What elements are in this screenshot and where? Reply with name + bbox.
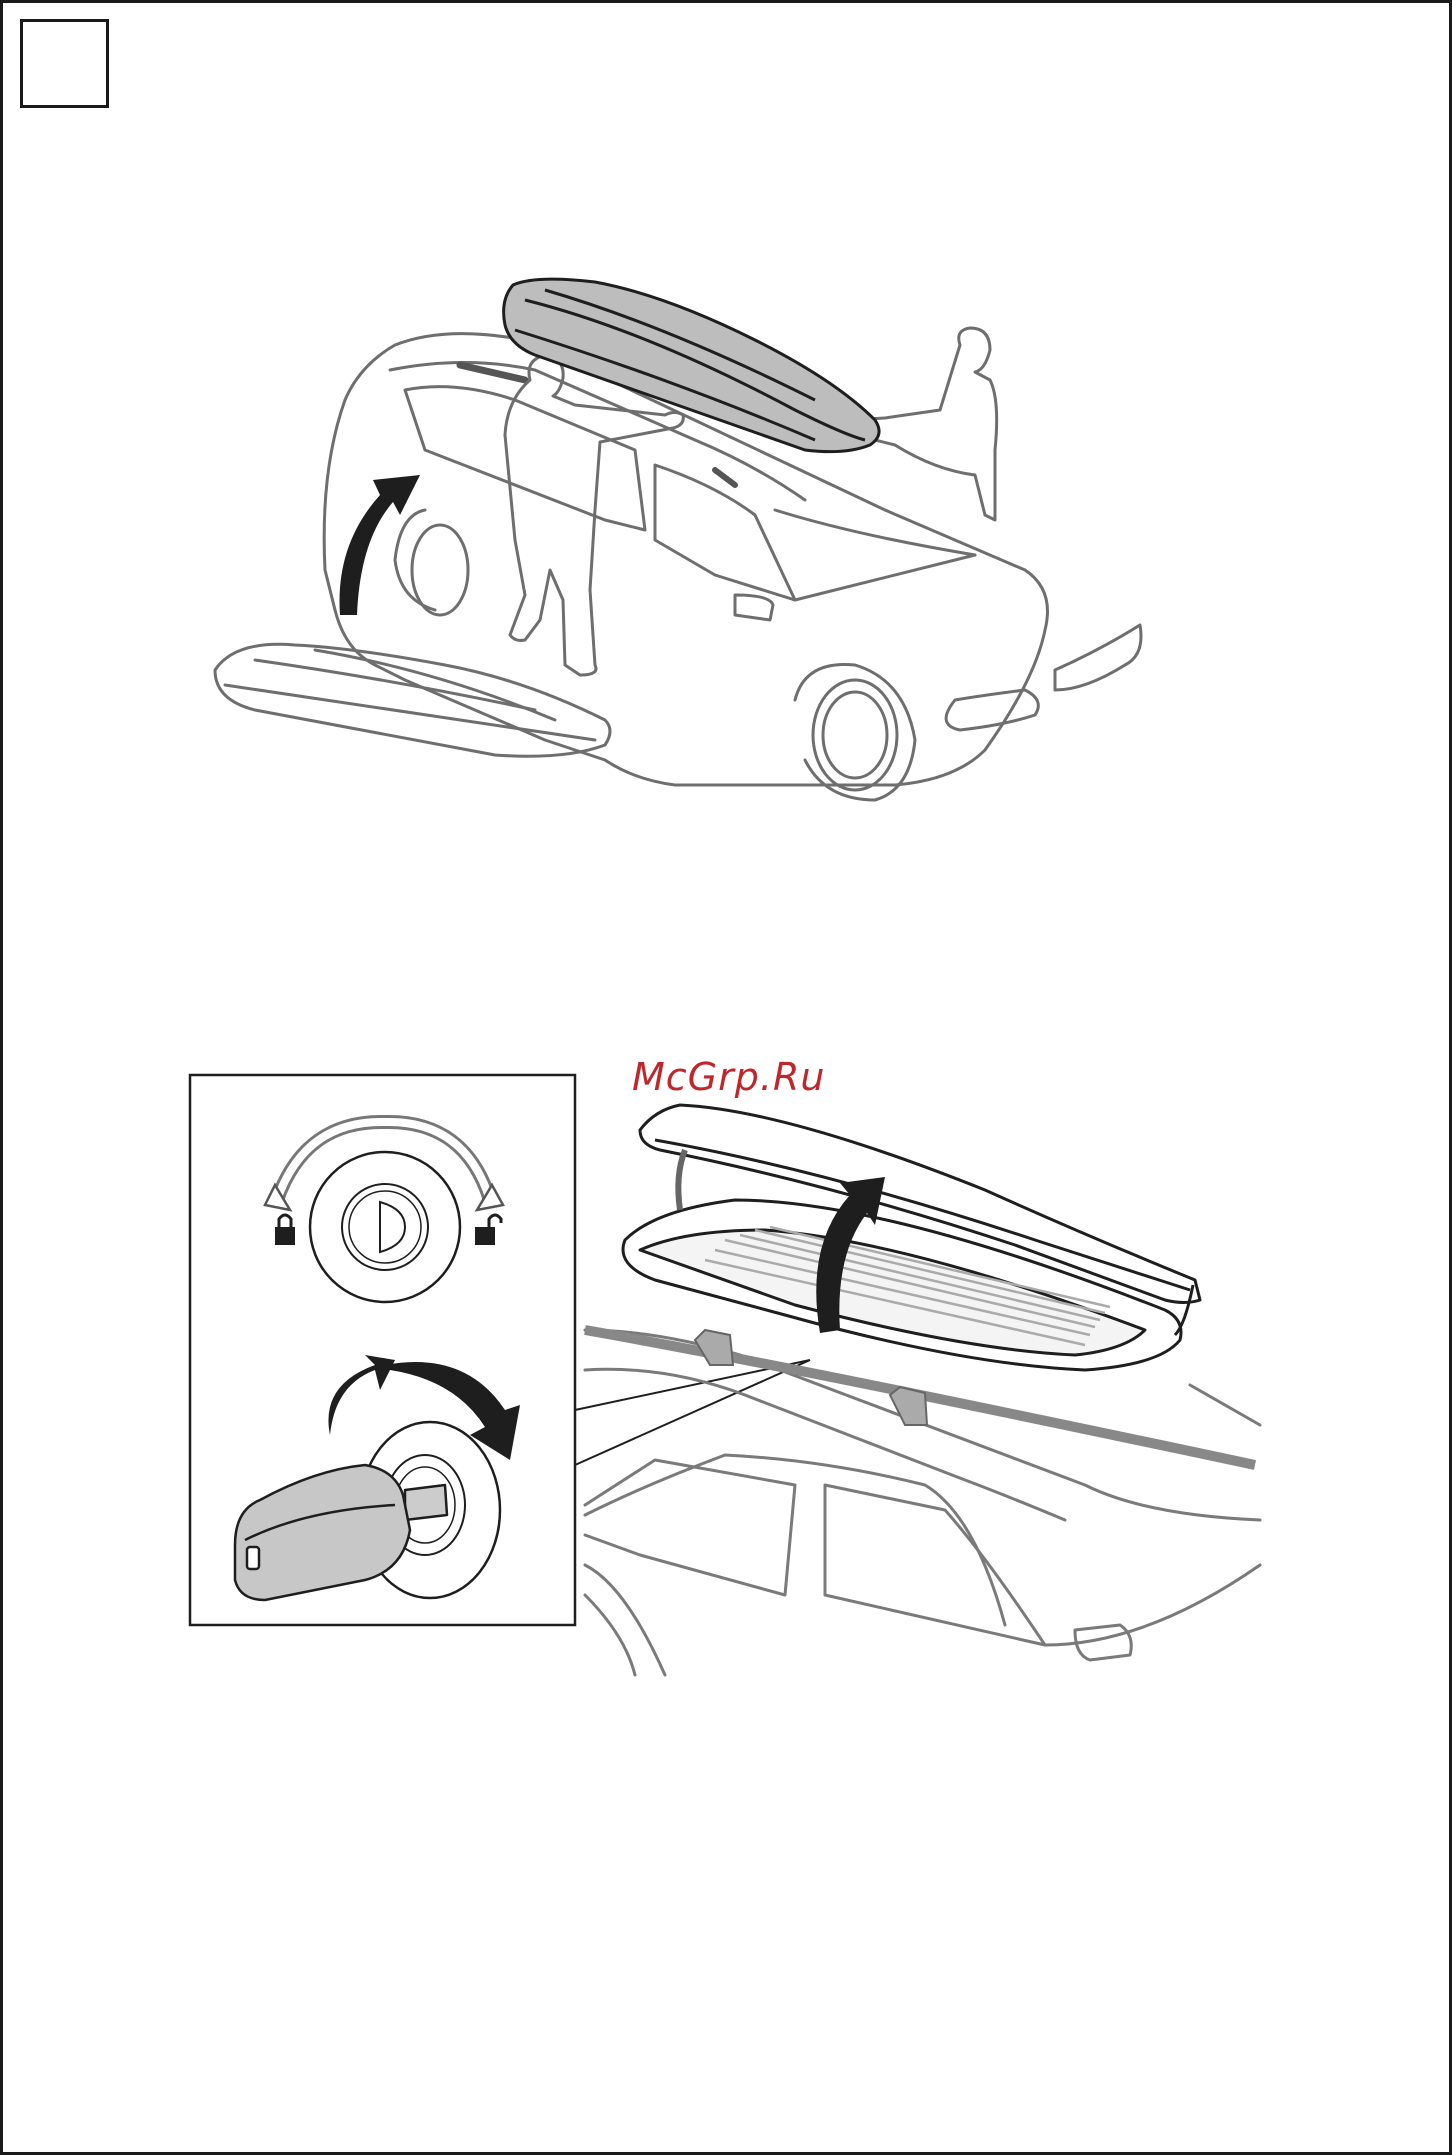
floor-box bbox=[215, 644, 610, 756]
mounting-roof-box-illustration bbox=[195, 270, 1185, 810]
opening-roof-box-with-key-illustration bbox=[185, 1065, 1265, 1680]
step-number-box bbox=[20, 19, 109, 108]
